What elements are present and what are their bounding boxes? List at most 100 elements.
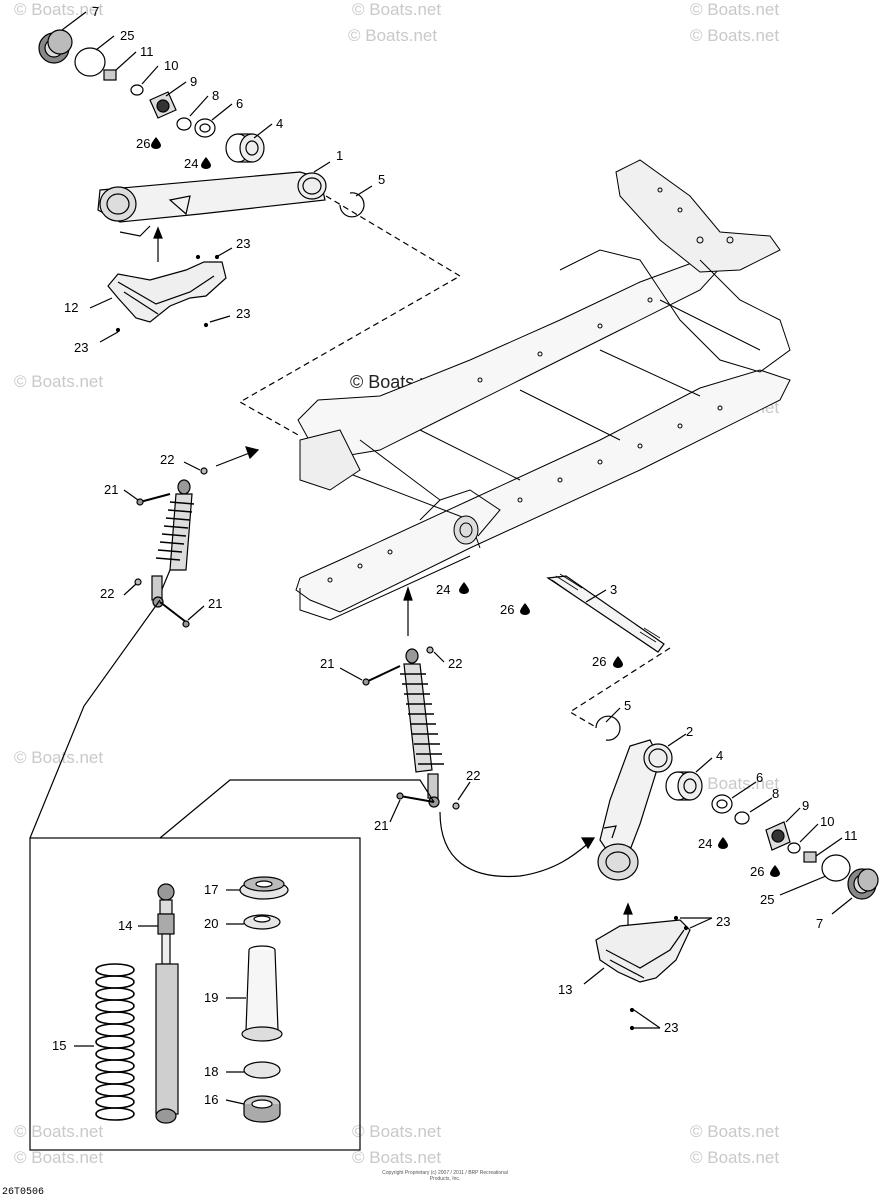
callout: 1 bbox=[336, 148, 343, 163]
nut-part-11 bbox=[103, 69, 117, 81]
callout: 21 bbox=[104, 482, 118, 497]
circlip-part-5 bbox=[339, 192, 365, 218]
callout: 22 bbox=[160, 452, 174, 467]
watermark: © Boats.net bbox=[14, 1122, 104, 1141]
callout: 17 bbox=[204, 882, 218, 897]
o-ring-part-25 bbox=[74, 47, 106, 77]
grease-drop-icon bbox=[613, 656, 623, 668]
nut-part-22 bbox=[426, 646, 434, 654]
end-cap-part-7 bbox=[847, 868, 879, 900]
bolt-part-21 bbox=[396, 792, 435, 803]
callout: 26 bbox=[136, 136, 150, 151]
callout: 8 bbox=[772, 786, 779, 801]
callout: 4 bbox=[276, 116, 283, 131]
callout: 21 bbox=[320, 656, 334, 671]
callout: 10 bbox=[164, 58, 178, 73]
grease-drop-icon bbox=[770, 865, 780, 877]
washer-part-10 bbox=[787, 842, 801, 854]
callout: 24 bbox=[184, 156, 198, 171]
callout: 18 bbox=[204, 1064, 218, 1079]
shock-absorber-lower bbox=[400, 648, 444, 808]
watermark: © Boats.net bbox=[14, 1148, 104, 1167]
ring-part-18 bbox=[243, 1061, 281, 1079]
nut-part-11 bbox=[803, 851, 817, 863]
watermark: © Boats.net bbox=[14, 748, 104, 767]
grease-drop-icon bbox=[151, 137, 161, 149]
callout: 4 bbox=[716, 748, 723, 763]
nut-part-22 bbox=[200, 467, 208, 475]
grease-drop-icon bbox=[459, 582, 469, 594]
callout: 22 bbox=[448, 656, 462, 671]
callout: 26 bbox=[592, 654, 606, 669]
callout: 25 bbox=[760, 892, 774, 907]
callout: 21 bbox=[374, 818, 388, 833]
callout: 6 bbox=[236, 96, 243, 111]
watermark: © Boats.net bbox=[690, 1148, 780, 1167]
washer-part-10 bbox=[130, 84, 144, 96]
callout: 22 bbox=[466, 768, 480, 783]
adjuster-nut-part-16 bbox=[243, 1095, 281, 1123]
watermark: © Boats.net bbox=[14, 0, 104, 19]
bearing-part-4 bbox=[665, 771, 703, 801]
callout: 5 bbox=[624, 698, 631, 713]
seal-part-6 bbox=[194, 118, 216, 138]
callout: 24 bbox=[436, 582, 450, 597]
watermark: © Boats.net bbox=[14, 372, 104, 391]
circlip-part-5 bbox=[595, 715, 621, 741]
bolt-part-21 bbox=[136, 493, 171, 506]
watermark: © Boats.net bbox=[348, 26, 438, 45]
watermark: © Boats.net bbox=[352, 0, 442, 19]
dust-boot-part-19 bbox=[241, 945, 283, 1042]
bolt-part-21 bbox=[362, 665, 401, 686]
callout: 6 bbox=[756, 770, 763, 785]
bearing-part-4 bbox=[225, 133, 265, 163]
callout: 7 bbox=[92, 4, 99, 19]
callout: 13 bbox=[558, 982, 572, 997]
callout: 23 bbox=[236, 236, 250, 251]
callout: 11 bbox=[140, 44, 154, 59]
callout: 9 bbox=[190, 74, 197, 89]
callout: 8 bbox=[212, 88, 219, 103]
watermark: © Boats.net bbox=[690, 1122, 780, 1141]
callout: 10 bbox=[820, 814, 834, 829]
callout: 20 bbox=[204, 916, 218, 931]
shock-absorber-upper bbox=[151, 479, 195, 608]
callout: 14 bbox=[118, 918, 132, 933]
swing-arm-part-1 bbox=[97, 171, 327, 237]
pivot-shaft-part-3 bbox=[546, 573, 665, 653]
coil-spring-part-15 bbox=[95, 963, 135, 1121]
guard-part-12 bbox=[107, 261, 227, 323]
callout: 3 bbox=[610, 582, 617, 597]
callout: 5 bbox=[378, 172, 385, 187]
end-cap-part-7 bbox=[38, 29, 73, 64]
callout: 7 bbox=[816, 916, 823, 931]
callout: 11 bbox=[844, 828, 858, 843]
nut-part-22 bbox=[134, 578, 142, 586]
callout: 24 bbox=[698, 836, 712, 851]
callout: 19 bbox=[204, 990, 218, 1005]
watermark: © Boats.net bbox=[352, 1122, 442, 1141]
callout: 16 bbox=[204, 1092, 218, 1107]
copyright-note: Copyright Proprietary (c) 2007 / 2011 / … bbox=[382, 1170, 508, 1182]
callout: 23 bbox=[236, 306, 250, 321]
detail-box bbox=[29, 837, 361, 1151]
ring-part-8 bbox=[176, 117, 192, 131]
seal-part-6 bbox=[711, 794, 733, 814]
callout: 23 bbox=[74, 340, 88, 355]
callout: 25 bbox=[120, 28, 134, 43]
drawing-code: 26T0506 bbox=[2, 1187, 45, 1198]
grease-drop-icon bbox=[718, 837, 728, 849]
callout: 23 bbox=[664, 1020, 678, 1035]
callout: 21 bbox=[208, 596, 222, 611]
callout-labels: 7 25 11 10 9 8 6 4 26 24 1 5 23 12 23 23… bbox=[52, 4, 858, 1107]
o-ring-part-25 bbox=[821, 854, 851, 882]
guard-part-13 bbox=[595, 919, 691, 983]
callout: 26 bbox=[750, 864, 764, 879]
callout: 15 bbox=[52, 1038, 66, 1053]
swing-arm-part-2 bbox=[597, 739, 673, 881]
nut-part-22 bbox=[452, 802, 460, 810]
chassis-frame bbox=[295, 159, 791, 621]
watermark: © Boats.net bbox=[690, 774, 780, 793]
